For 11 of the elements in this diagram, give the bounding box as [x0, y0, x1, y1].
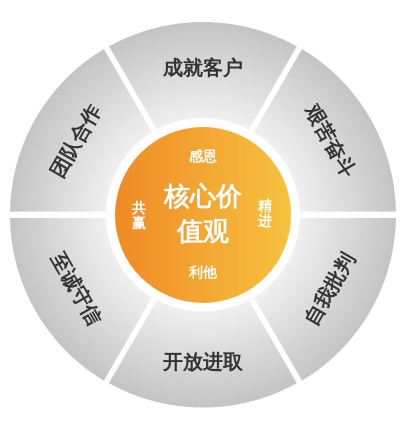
segment-label: 艰苦奋斗 — [299, 100, 362, 183]
segment-label: 团队合作 — [44, 100, 107, 183]
segment-label: 自我批判 — [298, 247, 362, 330]
core-value-label: 感恩 — [189, 148, 217, 166]
segment-label: 开放进取 — [162, 348, 243, 376]
core-value-label: 共赢 — [132, 202, 146, 232]
center-title: 核心价值观 — [163, 180, 243, 249]
segment-label: 成就客户 — [162, 54, 243, 82]
core-value-label: 利他 — [189, 264, 217, 282]
core-value-label: 精进 — [258, 200, 272, 230]
segment-label: 至诚守信 — [44, 247, 108, 330]
